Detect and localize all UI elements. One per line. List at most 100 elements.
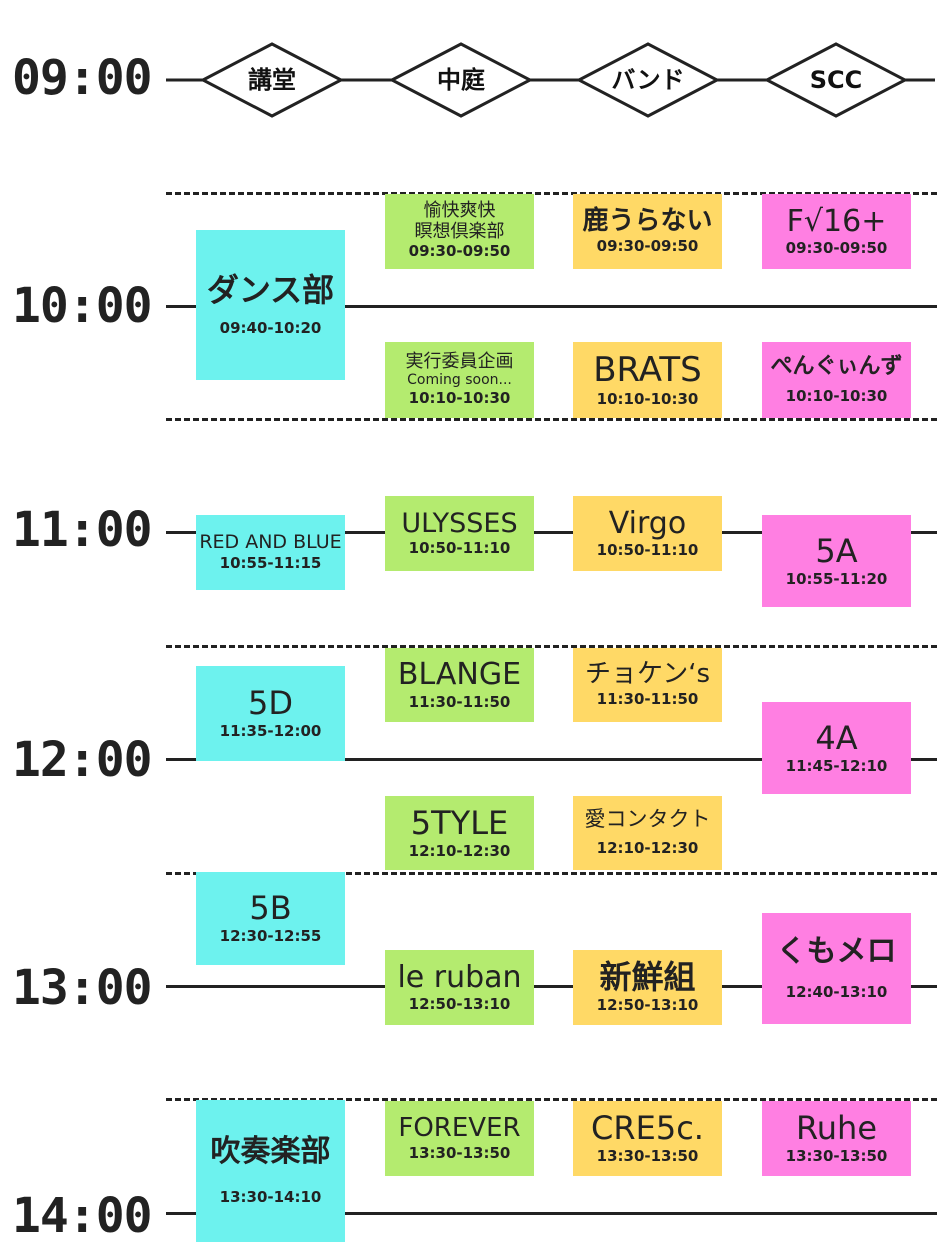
event-time: 10:10-10:30	[785, 386, 888, 405]
hour-label-1400: 14:00	[12, 1188, 153, 1244]
event-name: 5D	[248, 684, 293, 723]
venue-label-courtyard: 中庭	[437, 66, 485, 94]
venue-diamond-auditorium	[199, 42, 345, 118]
event-name-line2: 瞑想倶楽部	[414, 220, 505, 242]
event-card-scc[interactable]: くもメロ 12:40-13:10	[762, 913, 911, 1024]
event-time: 09:30-09:50	[408, 242, 511, 261]
venue-label-scc: SCC	[809, 66, 863, 94]
venue-label-auditorium: 講堂	[248, 66, 296, 94]
event-card-band[interactable]: 鹿うらない 09:30-09:50	[573, 194, 722, 269]
event-card-band[interactable]: チョケン‘s 11:30-11:50	[573, 648, 722, 722]
event-card-courtyard[interactable]: le ruban 12:50-13:10	[385, 950, 534, 1025]
hour-line-1300	[166, 985, 937, 988]
event-card-auditorium[interactable]: RED AND BLUE 10:55-11:15	[196, 515, 345, 590]
event-card-courtyard[interactable]: FOREVER 13:30-13:50	[385, 1101, 534, 1176]
event-time: 09:30-09:50	[596, 236, 699, 255]
event-card-scc[interactable]: Ruhe 13:30-13:50	[762, 1101, 911, 1176]
event-time: 10:10-10:30	[596, 389, 699, 408]
event-time: 13:30-14:10	[219, 1187, 322, 1206]
hour-line-1200	[166, 758, 937, 761]
event-name: BLANGE	[397, 657, 522, 692]
event-time: 10:55-11:20	[785, 569, 888, 588]
event-time: 12:10-12:30	[408, 841, 511, 860]
event-time: 12:10-12:30	[596, 839, 699, 858]
venue-label-band: バンド	[611, 66, 685, 94]
event-time: 12:30-12:55	[219, 927, 322, 946]
event-time: 10:50-11:10	[596, 541, 699, 559]
event-time: 09:40-10:20	[219, 318, 322, 337]
event-card-auditorium[interactable]: 5B 12:30-12:55	[196, 872, 345, 965]
event-name: Ruhe	[795, 1109, 878, 1148]
event-time: 13:30-13:50	[785, 1147, 888, 1166]
event-name: le ruban	[397, 959, 522, 995]
event-time: 11:45-12:10	[785, 756, 888, 775]
event-name: ぺんぐぃんず	[770, 353, 903, 379]
event-card-scc[interactable]: 5A 10:55-11:20	[762, 515, 911, 607]
event-time: 12:50-13:10	[408, 995, 511, 1013]
hour-line-1000	[166, 305, 937, 308]
event-time: 11:30-11:50	[408, 692, 511, 711]
event-card-courtyard[interactable]: 愉快爽快 瞑想倶楽部 09:30-09:50	[385, 194, 534, 269]
event-time: 13:30-13:50	[596, 1147, 699, 1166]
event-name: くもメロ	[776, 933, 897, 969]
event-name: CRE5c.	[591, 1109, 704, 1148]
half-hour-line-1130	[166, 645, 937, 648]
hour-label-1000: 10:00	[12, 278, 153, 334]
event-name: 5B	[249, 889, 292, 928]
event-name: 実行委員企画	[405, 350, 514, 372]
half-hour-line-0930	[166, 192, 937, 195]
event-card-scc[interactable]: F√16+ 09:30-09:50	[762, 194, 911, 269]
event-time: 12:50-13:10	[596, 996, 699, 1015]
event-card-scc[interactable]: 4A 11:45-12:10	[762, 702, 911, 794]
event-card-courtyard[interactable]: ULYSSES 10:50-11:10	[385, 496, 534, 571]
event-subtitle: Coming soon...	[407, 372, 512, 389]
event-name: FOREVER	[398, 1112, 521, 1143]
event-time: 10:55-11:15	[219, 553, 322, 572]
event-name: 愛コンタクト	[584, 807, 711, 832]
event-card-band[interactable]: 愛コンタクト 12:10-12:30	[573, 796, 722, 870]
event-time: 10:50-11:10	[408, 539, 511, 558]
event-name: 5TYLE	[410, 803, 509, 842]
hour-label-1200: 12:00	[12, 732, 153, 788]
event-card-courtyard[interactable]: 5TYLE 12:10-12:30	[385, 796, 534, 870]
half-hour-line-1230	[166, 872, 937, 875]
event-name: ULYSSES	[401, 508, 518, 540]
half-hour-line-1330	[166, 1098, 937, 1101]
event-name: 鹿うらない	[582, 205, 713, 236]
hour-label-1300: 13:00	[12, 960, 153, 1016]
hour-line-1100	[166, 531, 937, 534]
event-name: ダンス部	[206, 270, 335, 309]
event-card-band[interactable]: Virgo 10:50-11:10	[573, 496, 722, 571]
event-time: 10:10-10:30	[408, 388, 511, 407]
event-card-band[interactable]: CRE5c. 13:30-13:50	[573, 1101, 722, 1176]
event-name: Virgo	[608, 505, 687, 541]
venue-diamond-courtyard	[388, 42, 534, 118]
hour-label-1100: 11:00	[12, 502, 153, 558]
event-name: 5A	[815, 531, 858, 570]
event-time: 11:30-11:50	[596, 690, 699, 709]
event-time: 12:40-13:10	[785, 983, 888, 1001]
event-name: 吹奏楽部	[210, 1134, 331, 1169]
hour-label-0900: 09:00	[12, 50, 153, 106]
event-card-band[interactable]: BRATS 10:10-10:30	[573, 342, 722, 418]
event-name: RED AND BLUE	[199, 530, 342, 553]
event-name: チョケン‘s	[584, 659, 711, 690]
half-hour-line-1030	[166, 418, 937, 421]
venue-header-row	[166, 42, 935, 118]
event-card-courtyard[interactable]: 実行委員企画 Coming soon... 10:10-10:30	[385, 342, 534, 418]
venue-diamond-scc	[763, 42, 909, 118]
hour-line-1400	[166, 1212, 937, 1215]
event-time: 13:30-13:50	[408, 1143, 511, 1162]
event-card-auditorium[interactable]: 5D 11:35-12:00	[196, 666, 345, 761]
event-name: 4A	[815, 718, 858, 757]
event-name: 新鮮組	[599, 958, 696, 997]
event-card-auditorium[interactable]: ダンス部 09:40-10:20	[196, 230, 345, 380]
event-time: 09:30-09:50	[785, 239, 888, 257]
event-card-courtyard[interactable]: BLANGE 11:30-11:50	[385, 648, 534, 722]
event-name: BRATS	[593, 349, 702, 390]
event-card-scc[interactable]: ぺんぐぃんず 10:10-10:30	[762, 342, 911, 418]
event-card-auditorium[interactable]: 吹奏楽部 13:30-14:10	[196, 1100, 345, 1242]
event-name: F√16+	[786, 203, 887, 239]
event-card-band[interactable]: 新鮮組 12:50-13:10	[573, 950, 722, 1025]
